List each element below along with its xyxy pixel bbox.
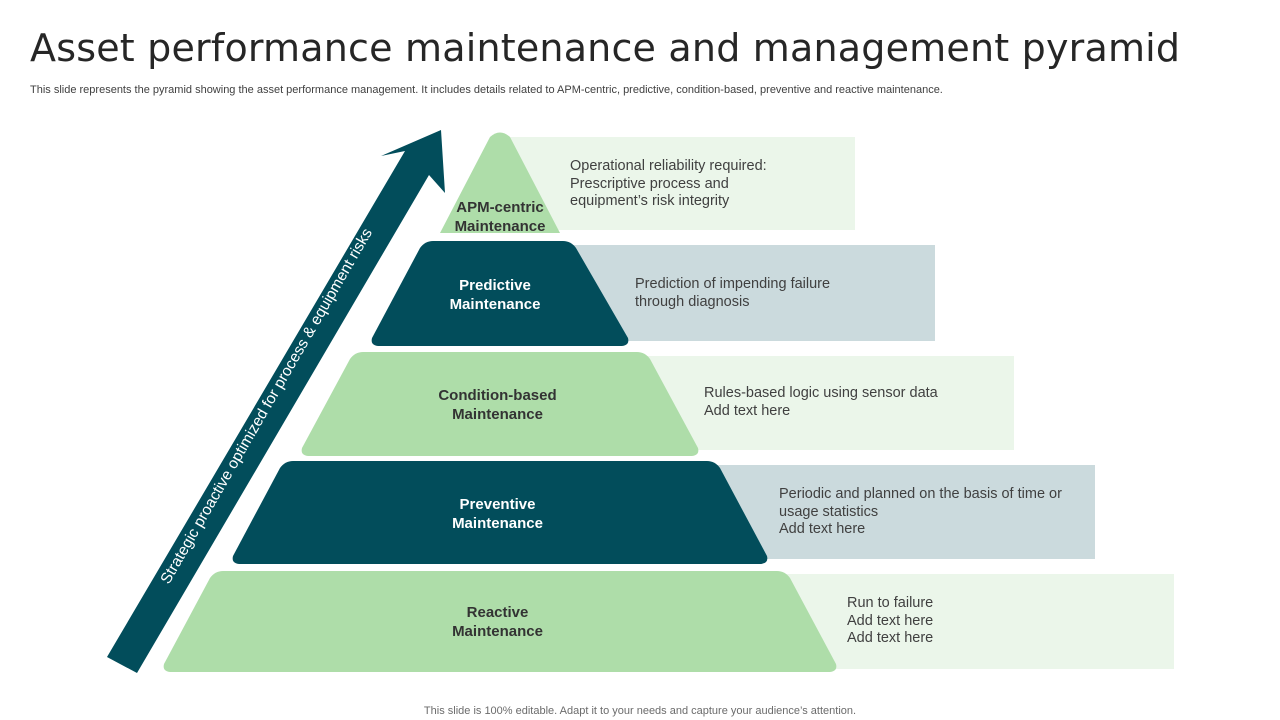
- tier-2-label: Predictive Maintenance: [449, 277, 541, 313]
- footer-note: This slide is 100% editable. Adapt it to…: [423, 705, 857, 717]
- tier-5-label: Reactive Maintenance: [452, 604, 543, 640]
- tier-3-description-box: [640, 356, 1014, 450]
- tier-1-description: Operational reliability required: Prescr…: [570, 158, 767, 209]
- tier-1-shape: [440, 132, 560, 233]
- tier-2-description: Prediction of impending failure through …: [635, 276, 831, 310]
- slide-title: Asset performance maintenance and manage…: [30, 26, 1181, 70]
- tier-5-description-box: [780, 574, 1174, 669]
- tier-3-shape: [301, 352, 699, 456]
- tier-5-shape: [163, 571, 837, 672]
- tier-5-description: Run to failure Add text here Add text he…: [847, 595, 934, 646]
- tier-3-description: Rules-based logic using sensor data Add …: [704, 385, 938, 419]
- slide-subtitle: This slide represents the pyramid showin…: [30, 84, 943, 96]
- tier-4-label: Preventive Maintenance: [452, 496, 543, 532]
- tier-4-shape: [232, 461, 768, 564]
- tier-2-description-box: [565, 245, 935, 341]
- tier-1-label: APM-centric Maintenance: [454, 199, 546, 235]
- strategic-arrow: [107, 130, 445, 673]
- tier-4-description: Periodic and planned on the basis of tim…: [779, 486, 1062, 537]
- tier-2-shape: [371, 241, 629, 346]
- tier-4-description-box: [712, 465, 1095, 559]
- tier-3-label: Condition-based Maintenance: [438, 387, 557, 423]
- tier-1-description-box: [500, 137, 855, 230]
